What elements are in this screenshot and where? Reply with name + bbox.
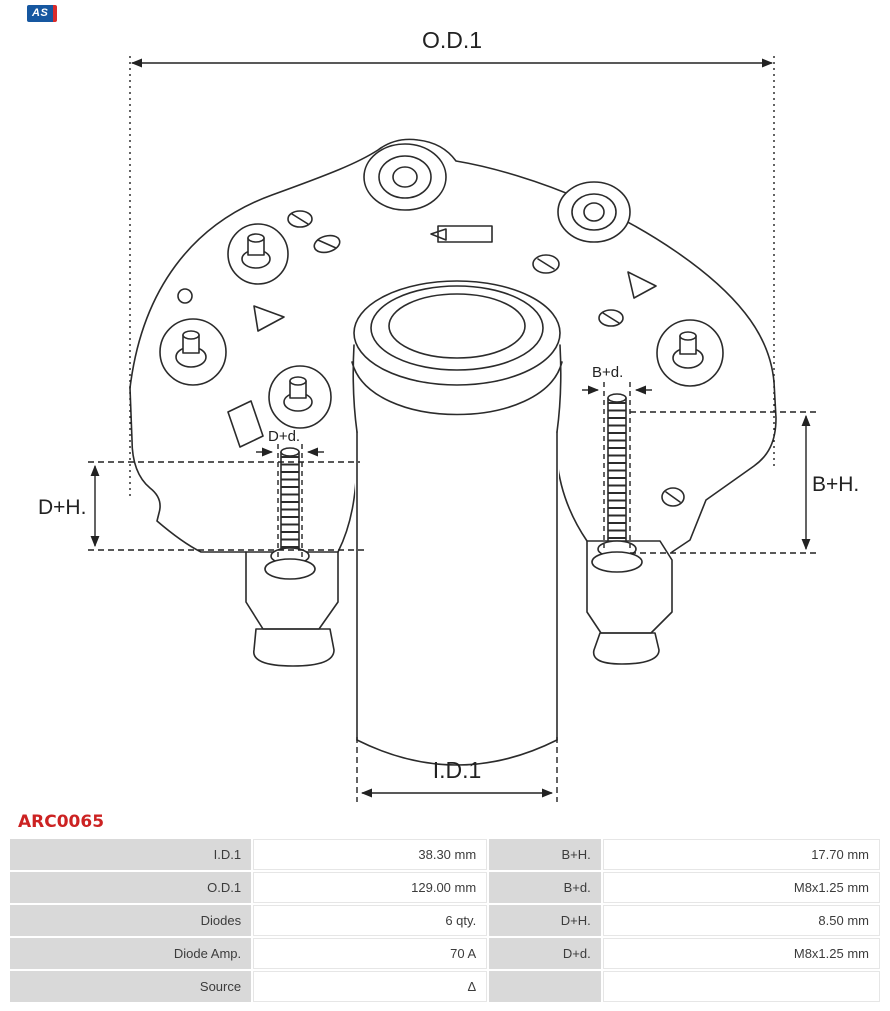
plate-right-edge (671, 381, 777, 553)
right-ring-boss (557, 181, 631, 243)
spec-value (602, 971, 880, 1002)
spec-label: I.D.1 (10, 839, 252, 870)
spec-label: D+d. (489, 938, 601, 969)
spec-label: D+H. (489, 905, 601, 936)
label-id1: I.D.1 (433, 757, 482, 783)
plate-left-edge (129, 387, 247, 553)
right-bracket (586, 540, 673, 634)
spec-label (489, 971, 601, 1002)
spec-label: O.D.1 (10, 872, 252, 903)
label-od1: O.D.1 (422, 27, 482, 53)
table-row: Source Δ (10, 971, 880, 1002)
label-bd: B+d. (592, 364, 623, 381)
table-row: I.D.1 38.30 mm B+H. 17.70 mm (10, 839, 880, 870)
spec-value: Δ (253, 971, 488, 1002)
spec-value: 6 qty. (253, 905, 488, 936)
dimension-od1 (129, 56, 775, 497)
spec-value: 8.50 mm (602, 905, 880, 936)
dimension-id1 (356, 737, 558, 802)
bolt-boss-right (656, 319, 724, 387)
as-logo: AS (27, 5, 58, 22)
label-bh: B+H. (812, 473, 859, 496)
spec-value: M8x1.25 mm (602, 872, 880, 903)
dimension-lines (88, 56, 816, 802)
plate-outer-edge (129, 138, 775, 389)
table-row: O.D.1 129.00 mm B+d. M8x1.25 mm (10, 872, 880, 903)
bolt-boss-center-left (268, 365, 332, 429)
spec-label: Diode Amp. (10, 938, 252, 969)
spec-value: 38.30 mm (253, 839, 488, 870)
left-stud (264, 447, 316, 580)
spec-value: 17.70 mm (602, 839, 880, 870)
left-foot (253, 628, 335, 667)
spec-label: Source (10, 971, 252, 1002)
dimension-bd (582, 382, 652, 548)
rectifier-technical-drawing: O.D.1 I.D.1 D+H. B+H. D+d. B+d. (38, 27, 859, 802)
top-ring-boss (363, 143, 447, 211)
part-body (129, 138, 777, 766)
part-number: ARC0065 (18, 812, 105, 832)
dimension-dd (256, 444, 324, 560)
spec-value: 129.00 mm (253, 872, 488, 903)
bolt-boss-upper-left (227, 223, 289, 285)
spec-value: M8x1.25 mm (602, 938, 880, 969)
dimension-bh (630, 411, 816, 554)
table-row: Diode Amp. 70 A D+d. M8x1.25 mm (10, 938, 880, 969)
label-dh: D+H. (38, 496, 86, 519)
right-stud (591, 393, 643, 573)
spec-value: 70 A (253, 938, 488, 969)
right-foot (592, 632, 660, 665)
spec-label: B+H. (489, 839, 601, 870)
small-details (177, 210, 685, 507)
spec-label: Diodes (10, 905, 252, 936)
table-row: Diodes 6 qty. D+H. 8.50 mm (10, 905, 880, 936)
spec-table: I.D.1 38.30 mm B+H. 17.70 mm O.D.1 129.0… (8, 837, 882, 1004)
spec-label: B+d. (489, 872, 601, 903)
central-hub (351, 280, 563, 766)
bolt-boss-left (159, 318, 227, 386)
label-dd: D+d. (268, 428, 300, 445)
dimension-dh (88, 461, 364, 551)
